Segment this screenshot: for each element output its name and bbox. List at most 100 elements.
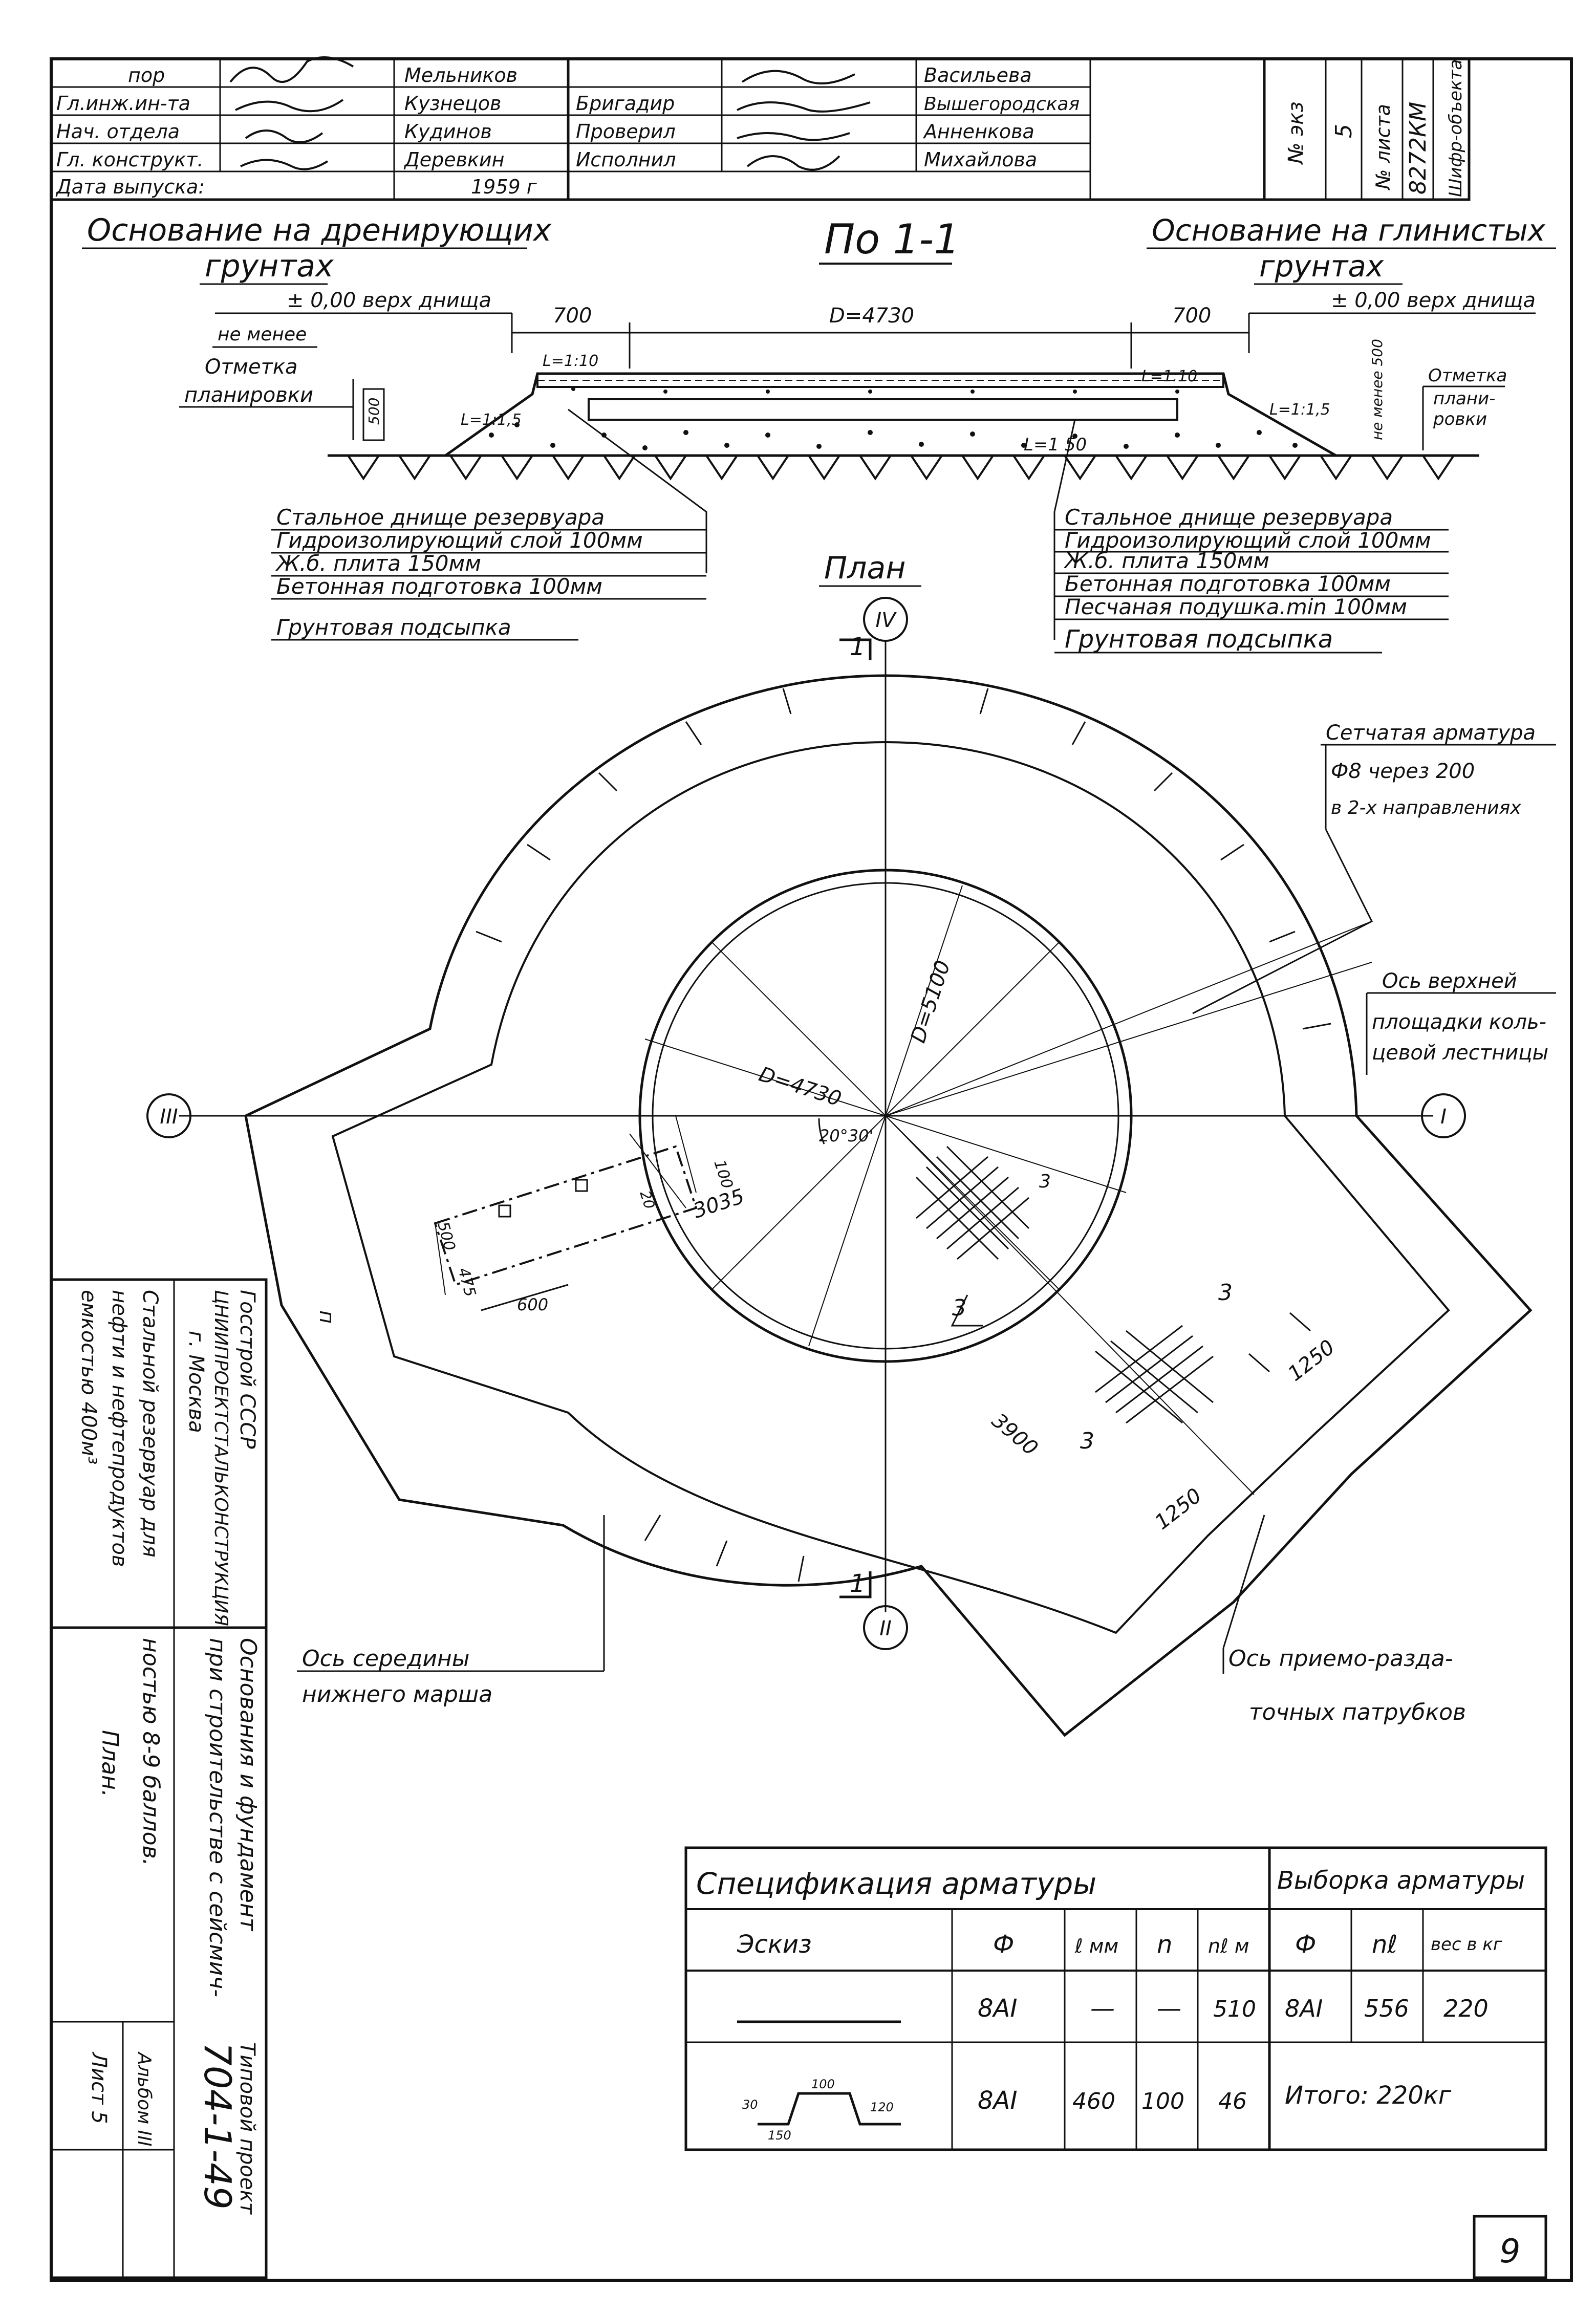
row2-nl: 46 — [1218, 2088, 1247, 2114]
lower-axis-note-0: Ось середины — [302, 1646, 470, 1672]
mesh-mark-3b: 3 — [952, 1295, 966, 1321]
upper-axis-note: Ось верхней площадки коль- цевой лестниц… — [1366, 969, 1556, 1075]
axis-label-II: II — [879, 1617, 892, 1640]
spec-h-nl: nℓ м — [1208, 1935, 1249, 1957]
right-top-mark: ± 0,00 верх днища — [1331, 289, 1536, 312]
left-layer-0: Стальное днище резервуара — [276, 505, 605, 530]
axis-label-III: III — [160, 1105, 178, 1129]
upper-axis-note-2: цевой лестницы — [1372, 1041, 1548, 1065]
pipe-axis-note-1: точных патрубков — [1249, 1699, 1466, 1725]
left-layer-3: Бетонная подготовка 100мм — [276, 574, 602, 599]
rebar-note: Сетчатая арматура Ф8 через 200 в 2-х нап… — [1192, 721, 1556, 1014]
slope-115-right: L=1:1,5 — [1269, 401, 1330, 419]
sel-h-nl: nℓ — [1372, 1930, 1397, 1959]
tb-vert-2: № листа — [1372, 104, 1394, 190]
tb-role-2: Нач. отдела — [56, 120, 180, 143]
project-0: Типовой проект — [235, 2042, 259, 2215]
plan-dim-500: 500 — [434, 1220, 459, 1252]
rebar-mesh-1 — [915, 1145, 1030, 1260]
fill-dots — [489, 387, 1298, 450]
right-heading-1: Основание на глинистых — [1152, 213, 1546, 248]
sketch-dim-2: 120 — [870, 2100, 894, 2114]
axis-bubble-IV — [863, 597, 908, 642]
berm-outer-outline — [244, 674, 1533, 1737]
sel-phi: 8AI — [1285, 1995, 1323, 2022]
plan-dim-1250b: 1250 — [1284, 1335, 1340, 1386]
plan-dim-D4730: D=4730 — [756, 1063, 844, 1111]
plan-dim-600: 600 — [517, 1295, 548, 1314]
signature-3 — [737, 70, 871, 113]
org-1: ЦНИИПРОЕКТСТАЛЬКОНСТРУКЦИЯ — [210, 1290, 231, 1626]
pipe-axis-note: Ось приемо-разда- точных патрубков — [1222, 1515, 1466, 1725]
tb-vert-4: Шифр-объекта — [1446, 59, 1466, 197]
lower-axis-note-1: нижнего марша — [302, 1681, 492, 1707]
section-mark-bottom: 1 — [850, 1569, 866, 1598]
spec-table: Спецификация арматуры Выборка арматуры Э… — [684, 1846, 1547, 2151]
tb-vert-1: 5 — [1331, 124, 1357, 138]
row1-n: — — [1157, 1994, 1181, 2023]
row2-l: 460 — [1072, 2088, 1115, 2114]
plan-view: План — [146, 550, 1556, 1737]
sheet-title-1: при строительстве с сейсмич- — [204, 1638, 230, 1997]
subject-1: нефти и нефтепродуктов — [107, 1290, 131, 1567]
axis-bubble-II — [863, 1605, 908, 1650]
plan-dim-1250a: 1250 — [1151, 1484, 1206, 1534]
plan-dim-20: 20 — [636, 1188, 658, 1211]
page-number: 9 — [1500, 2233, 1521, 2271]
right-not-less: не менее 500 — [1369, 339, 1386, 440]
ground-hatching — [347, 455, 1455, 481]
section-1-1: По 1-1 Основание на дренирующих грунтах … — [82, 212, 1556, 654]
spec-title: Спецификация арматуры — [696, 1866, 1096, 1901]
left-layer-4: Грунтовая подсыпка — [276, 615, 511, 640]
tb-role-3: Гл. конструкт. — [56, 148, 203, 171]
tb-mid-name-3: Михайлова — [924, 148, 1037, 171]
left-planning-1: Отметка — [205, 355, 298, 379]
right-layer-5: Грунтовая подсыпка — [1065, 625, 1333, 654]
mesh-mark-3a: 3 — [1039, 1171, 1051, 1192]
dim-500-section: 500 — [365, 398, 382, 425]
sel-h-w: вес в кг — [1431, 1934, 1503, 1955]
row2-n: 100 — [1141, 2088, 1184, 2114]
org-2: г. Москва — [184, 1331, 208, 1433]
right-planning-2: плани- — [1433, 388, 1495, 409]
section-mark-top: 1 — [850, 633, 866, 661]
album: Альбом III — [134, 2051, 155, 2147]
right-layer-3: Бетонная подготовка 100мм — [1065, 571, 1391, 596]
tb-role-4: Дата выпуска: — [55, 176, 205, 198]
title-block: пор Гл.инж.ин-та Нач. отдела Гл. констру… — [50, 56, 1471, 201]
tb-name-2: Кудинов — [404, 120, 492, 143]
plan-dim-D5100: D=5100 — [907, 958, 955, 1046]
tb-mid-name-1: Вышегородская — [924, 94, 1080, 115]
tb-role-0: пор — [128, 64, 165, 87]
lower-axis-note: Ось середины нижнего марша — [297, 1515, 605, 1707]
tb-vert-3: 8272КМ — [1405, 102, 1431, 194]
tb-name-0: Мельников — [404, 64, 517, 87]
tb-name-4: 1959 г — [471, 176, 537, 198]
tb-mid-name-0: Васильева — [924, 64, 1032, 87]
slope-115-left: L=1:1,5 — [461, 411, 522, 429]
tb-mid-name-2: Анненкова — [922, 120, 1034, 143]
spec-h-l: ℓ мм — [1074, 1935, 1118, 1957]
left-layer-list: Стальное днище резервуара Гидроизолирующ… — [271, 505, 706, 641]
tb-role-1: Гл.инж.ин-та — [56, 92, 190, 115]
stair-footing: 100 20 500 475 600 — [434, 1115, 736, 1314]
plan-dim-100: 100 — [710, 1158, 736, 1191]
axis-bubble-I — [1421, 1093, 1466, 1138]
right-planning-1: Отметка — [1428, 365, 1507, 386]
left-layer-2: Ж.б. плита 150мм — [275, 551, 481, 576]
plan-angle: 20°30' — [819, 1126, 873, 1145]
upper-axis-note-1: площадки коль- — [1372, 1010, 1546, 1034]
slope-150: L=1 50 — [1024, 435, 1087, 455]
sel-w: 220 — [1443, 1995, 1489, 2022]
sheet-title-3: План. — [97, 1730, 123, 1797]
sheet-title-0: Основания и фундамент — [235, 1638, 261, 1932]
row1-l: — — [1090, 1994, 1115, 2023]
plan-dim-3035: 3035 — [691, 1184, 747, 1223]
org-0: Госстрой СССР — [235, 1290, 259, 1449]
rebar-mesh-2 — [1095, 1325, 1214, 1424]
sketch-dim-0: 100 — [811, 2077, 835, 2091]
left-not-less: не менее — [218, 324, 307, 345]
rebar-note-1: Ф8 через 200 — [1331, 760, 1475, 783]
left-heading-2: грунтах — [205, 248, 334, 284]
plan-dim-475: 475 — [454, 1266, 479, 1299]
